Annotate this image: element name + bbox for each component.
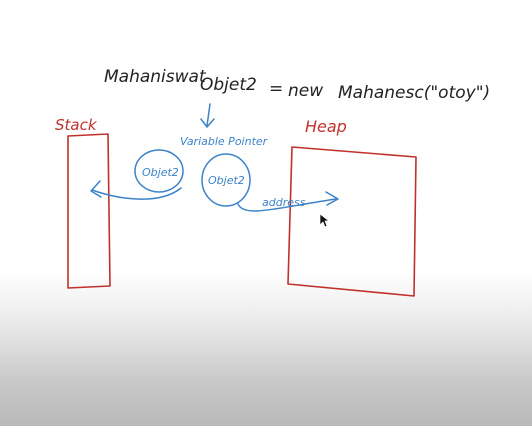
variable-name-text: Objet2	[200, 75, 257, 95]
stack-object-label: Objet2	[142, 166, 179, 179]
stack-reference-arrow-shaft	[91, 187, 182, 200]
stack-reference-arrowhead	[90, 180, 102, 198]
heap-box	[287, 146, 417, 297]
equals-sign-text: =	[269, 79, 283, 99]
constructor-call-text: Mahanesc("otoy")	[338, 83, 490, 103]
code-line: Mahaniswat Objet2 = new Mahanesc("otoy")	[104, 67, 490, 103]
address-label: address	[262, 196, 306, 209]
pointer-down-arrow-shaft	[206, 103, 211, 127]
pointer-down-arrowhead	[200, 118, 215, 128]
heap-object-circle	[201, 153, 251, 207]
stack-box	[67, 133, 111, 289]
stack-object-circle	[134, 149, 184, 193]
class-name-text: Mahaniswat	[104, 67, 207, 87]
variable-pointer-label: Variable Pointer	[180, 135, 269, 148]
stack-label: Stack	[55, 116, 98, 134]
mouse-cursor-icon	[319, 213, 330, 228]
heap-label: Heap	[305, 117, 347, 136]
new-keyword-text: new	[288, 81, 323, 101]
heap-object-label: Objet2	[208, 174, 245, 187]
address-arrowhead	[325, 191, 339, 206]
address-arrow-shaft	[237, 198, 337, 212]
